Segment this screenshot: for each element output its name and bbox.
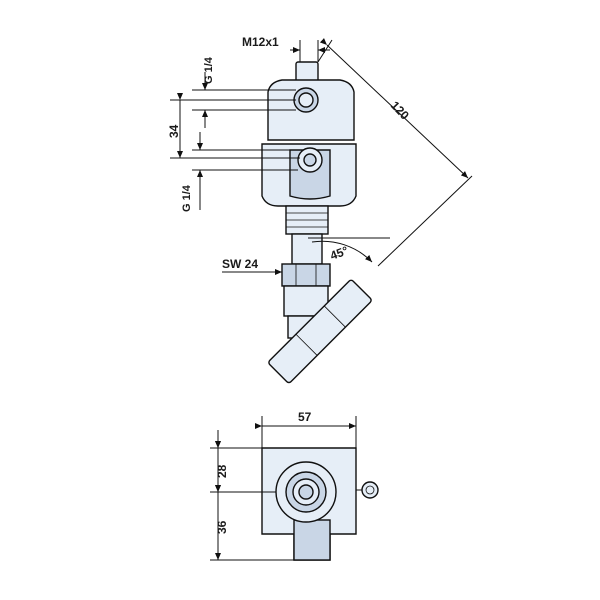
label-m12x1: M12x1 — [242, 35, 279, 49]
lower-port — [289, 147, 331, 200]
label-dim-28: 28 — [215, 464, 229, 478]
valve-stem — [291, 233, 323, 265]
label-angle-45: 45° — [328, 243, 350, 262]
side-pin — [361, 481, 379, 499]
label-dim-57: 57 — [298, 410, 312, 424]
label-dim-34: 34 — [167, 124, 181, 138]
top-dimensions — [210, 416, 357, 561]
label-g14-bottom: G 1/4 — [181, 184, 193, 212]
label-sw24: SW 24 — [222, 257, 258, 271]
upper-port — [293, 87, 319, 113]
top-view — [261, 447, 379, 561]
label-g14-top: G 1/4 — [203, 56, 215, 84]
label-dim-36: 36 — [215, 520, 229, 534]
side-dimensions — [170, 38, 473, 275]
label-dim-120: 120 — [388, 98, 412, 122]
angled-pipe — [268, 279, 372, 384]
hex-nut — [281, 263, 331, 287]
